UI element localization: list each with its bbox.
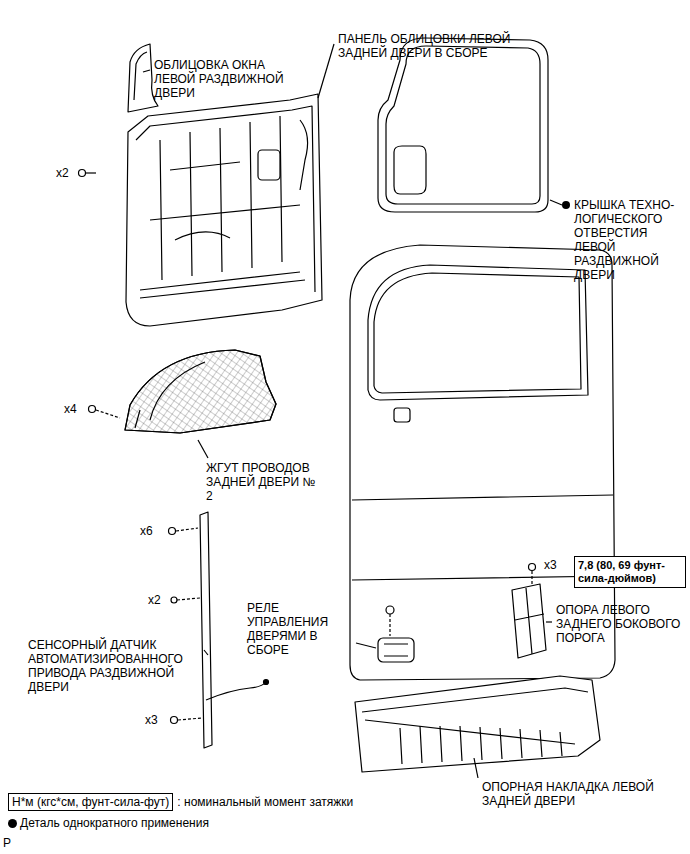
quantity-mark: x4	[64, 402, 77, 416]
legend-swatch	[8, 819, 17, 828]
part-name: КРЫШКА ТЕХНО-ЛОГИЧЕСКОГО ОТВЕРСТИЯ ЛЕВОЙ…	[574, 198, 686, 282]
quantity-mark: x3	[544, 558, 557, 572]
spec-text: 7,8 (80, 69 фунт-сила-дюймов)	[578, 559, 682, 585]
quantity-mark: x3	[145, 713, 158, 727]
part-name: ПАНЕЛЬ ОБЛИЦОВКИ ЛЕВОЙ ЗАДНЕЙ ДВЕРИ В СБ…	[338, 32, 518, 60]
quantity-mark: x2	[56, 166, 69, 180]
legend-key: Н*м (кгс*см, фунт-сила-фут) : номинальный…	[8, 792, 353, 811]
legend-text: Деталь однократного применения	[20, 816, 209, 830]
part-name: ОПОРА ЛЕВОГО ЗАДНЕГО БОКОВОГО ПОРОГА	[556, 603, 684, 645]
part-name: СЕНСОРНЫЙ ДАТЧИК АВТОМАТИЗИРОВАННОГО ПРИ…	[28, 638, 208, 694]
part-name: ОБЛИЦОВКА ОКНА ЛЕВОЙ РАЗДВИЖНОЙ ДВЕРИ	[154, 58, 294, 100]
quantity-mark: x6	[140, 524, 153, 538]
legend-text: : номинальный момент затяжки	[177, 795, 353, 809]
spec-text: Н*м (кгс*см, фунт-сила-фут)	[8, 793, 173, 811]
legend-row: Деталь однократного применения	[8, 816, 209, 830]
part-name: ЖГУТ ПРОВОДОВ ЗАДНЕЙ ДВЕРИ № 2	[206, 461, 316, 503]
quantity-mark: x2	[148, 593, 161, 607]
part-name: P	[3, 836, 11, 850]
part-name: ОПОРНАЯ НАКЛАДКА ЛЕВОЙ ЗАДНЕЙ ДВЕРИ	[482, 780, 672, 808]
part-name: РЕЛЕ УПРАВЛЕНИЯ ДВЕРЯМИ В СБОРЕ	[247, 601, 357, 657]
torque-box: 7,8 (80, 69 фунт-сила-дюймов)	[574, 556, 686, 588]
